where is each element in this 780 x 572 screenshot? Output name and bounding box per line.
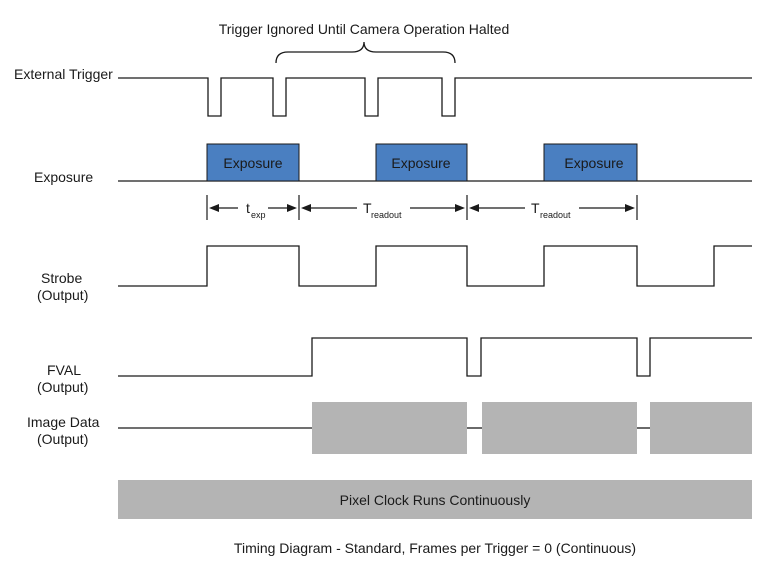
strobe-waveform bbox=[118, 245, 752, 287]
diagram-title: Trigger Ignored Until Camera Operation H… bbox=[219, 21, 510, 37]
label-image-data: Image Data bbox=[27, 414, 100, 430]
treadout-2-label: T bbox=[531, 200, 540, 216]
treadout-1-label: T bbox=[363, 200, 372, 216]
fval-waveform bbox=[118, 337, 752, 377]
pixel-clock-label: Pixel Clock Runs Continuously bbox=[340, 492, 531, 508]
exposure-box-2-label: Exposure bbox=[391, 155, 450, 171]
external-trigger-waveform bbox=[118, 77, 752, 117]
label-image-data-output: (Output) bbox=[37, 431, 88, 447]
label-exposure: Exposure bbox=[34, 169, 93, 185]
exposure-box-3-label: Exposure bbox=[564, 155, 623, 171]
label-fval: FVAL bbox=[47, 362, 81, 378]
label-strobe-output: (Output) bbox=[37, 287, 88, 303]
texp-subscript: exp bbox=[251, 210, 266, 220]
image-data-block-1 bbox=[312, 402, 467, 454]
treadout-dimension-2: T readout bbox=[469, 200, 635, 220]
treadout-2-subscript: readout bbox=[540, 210, 571, 220]
texp-label: t bbox=[246, 200, 250, 216]
exposure-box-3 bbox=[543, 143, 638, 182]
exposure-box-1-label: Exposure bbox=[223, 155, 282, 171]
exposure-box-1 bbox=[206, 143, 300, 182]
label-external-trigger: External Trigger bbox=[14, 66, 113, 82]
label-fval-output: (Output) bbox=[37, 379, 88, 395]
exposure-box-2 bbox=[375, 143, 468, 182]
treadout-dimension-1: T readout bbox=[301, 200, 465, 220]
label-strobe: Strobe bbox=[41, 270, 82, 286]
trigger-ignored-brace bbox=[275, 41, 456, 64]
texp-dimension: t exp bbox=[209, 200, 297, 220]
image-data-block-3 bbox=[650, 402, 752, 454]
image-data-block-2 bbox=[482, 402, 637, 454]
pixel-clock-bar bbox=[118, 480, 752, 519]
diagram-caption: Timing Diagram - Standard, Frames per Tr… bbox=[234, 540, 636, 556]
treadout-1-subscript: readout bbox=[371, 210, 402, 220]
